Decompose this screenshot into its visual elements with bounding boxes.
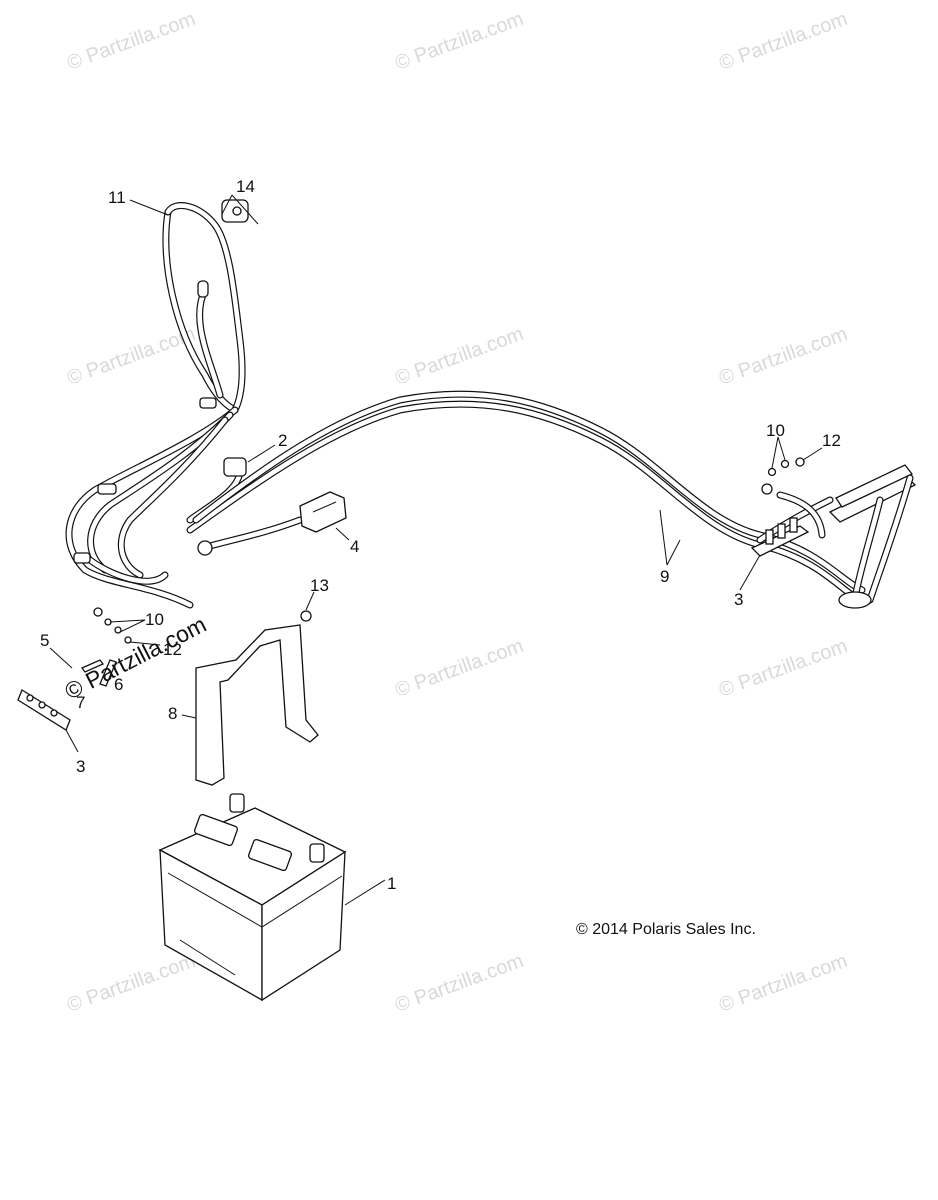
callout-4: 4	[350, 537, 359, 556]
callout-9: 9	[660, 567, 669, 586]
callouts: 1 2 3 3 4 5 6 7 8 9 10 10 11 12 12 13 14	[40, 177, 841, 893]
screw	[93, 607, 103, 617]
battery	[158, 793, 347, 1002]
callout-10: 10	[145, 610, 164, 629]
nut	[780, 459, 790, 469]
long-cable-bundle	[186, 390, 866, 604]
cable-clamp	[223, 457, 247, 477]
callout-13: 13	[310, 576, 329, 595]
ring-terminal	[197, 280, 209, 298]
right-terminal-assembly	[750, 457, 917, 609]
watermark: © Partzilla.com	[64, 950, 198, 1017]
nut	[124, 636, 132, 644]
battery-bracket	[195, 610, 319, 786]
watermark: © Partzilla.com	[716, 8, 850, 75]
leader-lines	[49, 194, 823, 906]
left-hardware	[17, 607, 132, 731]
watermark: © Partzilla.com	[716, 635, 850, 702]
watermark: © Partzilla.com	[64, 323, 198, 390]
watermark: © Partzilla.com	[716, 950, 850, 1017]
callout-12: 12	[163, 640, 182, 659]
callout-3: 3	[734, 590, 743, 609]
bolt	[80, 659, 105, 673]
callout-11: 11	[108, 188, 126, 207]
terminal-strip	[17, 689, 71, 731]
watermark: © Partzilla.com	[64, 8, 198, 75]
callout-12: 12	[822, 431, 841, 450]
callout-7: 7	[76, 693, 85, 712]
watermark: © Partzilla.com	[392, 950, 526, 1017]
watermark: © Partzilla.com	[716, 323, 850, 390]
watermark: © Partzilla.com	[392, 8, 526, 75]
watermark: © Partzilla.com	[392, 635, 526, 702]
callout-1: 1	[387, 874, 396, 893]
callout-14: 14	[236, 177, 255, 196]
wiring-harness	[65, 199, 249, 609]
strap	[99, 659, 117, 687]
screw	[795, 457, 805, 467]
callout-2: 2	[278, 431, 287, 450]
copyright-text: © 2014 Polaris Sales Inc.	[576, 921, 756, 938]
screw	[300, 610, 312, 622]
fuse-holder	[299, 491, 347, 533]
watermark: © Partzilla.com	[392, 323, 526, 390]
callout-10: 10	[766, 421, 785, 440]
callout-6: 6	[114, 675, 123, 694]
nut	[114, 626, 122, 634]
callout-8: 8	[168, 704, 177, 723]
callout-5: 5	[40, 631, 49, 650]
nut	[767, 467, 777, 477]
callout-3: 3	[76, 757, 85, 776]
